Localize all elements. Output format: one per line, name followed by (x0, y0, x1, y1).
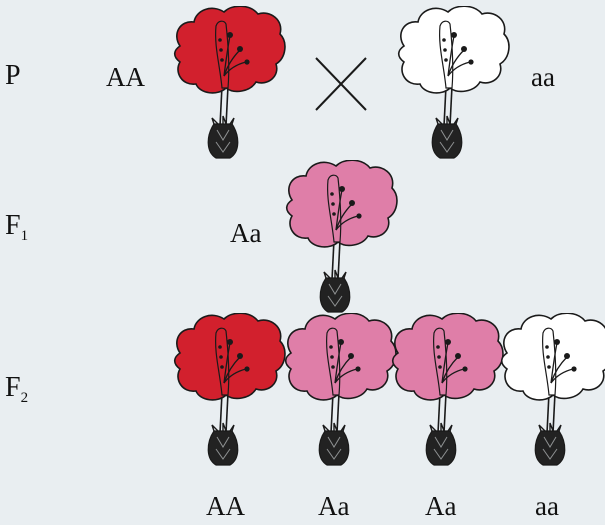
genotype-label-f2-4: aa (535, 493, 559, 520)
flower-p-white-icon (394, 6, 510, 166)
genotype-label-f2-2: Aa (318, 493, 349, 520)
flower-f2-pink-2 (388, 313, 504, 473)
generation-label-f2: F2 (5, 374, 28, 406)
flower-p-white (394, 6, 510, 166)
flower-p-red (170, 6, 286, 166)
genotype-label-f1: Aa (230, 220, 261, 247)
flower-f2-white-icon (497, 313, 605, 473)
genotype-label-f2-1: AA (206, 493, 245, 520)
flower-f2-pink-1 (281, 313, 397, 473)
genotype-label-p-left: AA (106, 64, 145, 91)
flower-f2-red-icon (170, 313, 286, 473)
flower-f2-pink-2-icon (388, 313, 504, 473)
genotype-label-p-right: aa (531, 64, 555, 91)
flower-f1-pink (282, 160, 398, 320)
flower-f2-red (170, 313, 286, 473)
flower-f1-pink-icon (282, 160, 398, 320)
generation-label-f1: F1 (5, 212, 28, 244)
genotype-label-f2-3: Aa (425, 493, 456, 520)
flower-f2-white (497, 313, 605, 473)
generation-label-p: P (5, 62, 21, 90)
flower-f2-pink-1-icon (281, 313, 397, 473)
flower-p-red-icon (170, 6, 286, 166)
